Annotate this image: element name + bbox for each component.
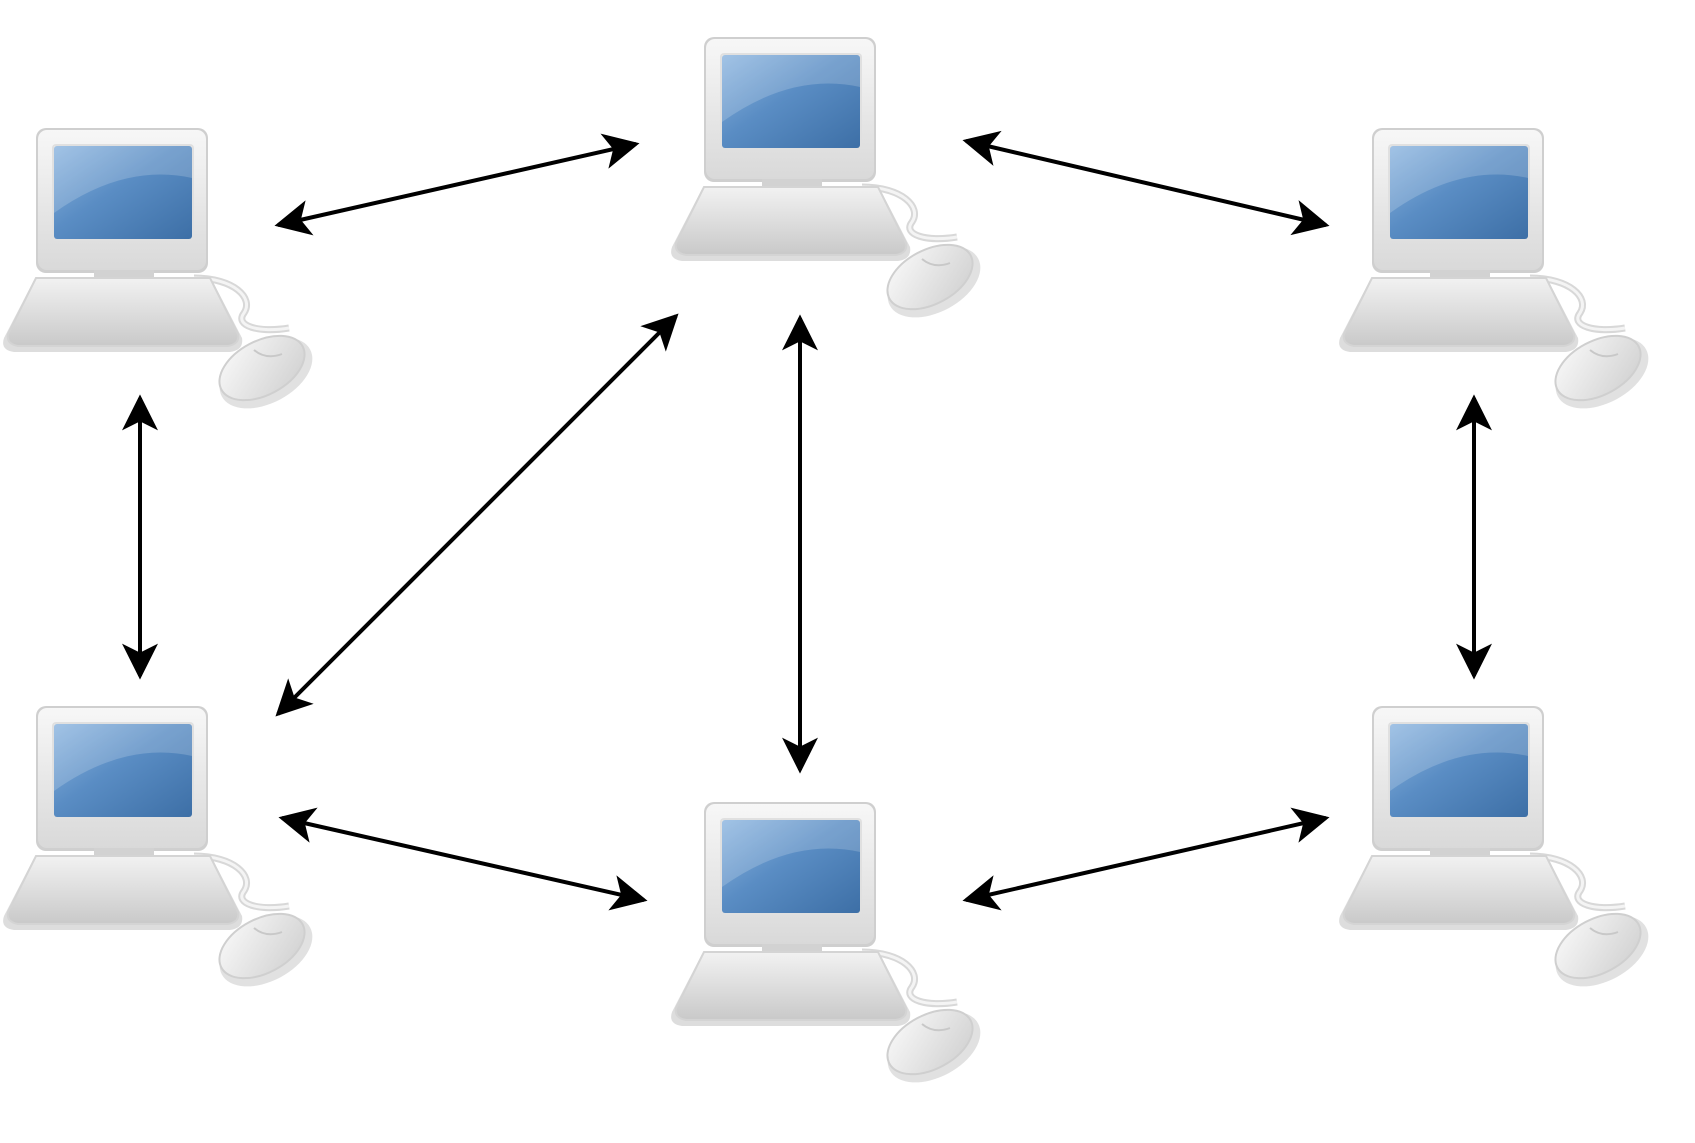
arrow-computer-bottom-left-to-computer-bottom-center [278,807,648,911]
arrow-computer-top-left-to-computer-top-center [274,133,640,236]
desktop-computer-icon [1339,706,1660,1001]
computers [3,37,1660,1097]
desktop-computer-icon [3,706,324,1001]
desktop-computer-icon [3,128,324,423]
desktop-computer-icon [671,37,992,332]
arrow-computer-bottom-center-to-computer-bottom-right [962,807,1330,911]
computer-top-left [3,128,324,423]
computer-bottom-left [3,706,324,1001]
computer-top-right [1339,128,1660,423]
connections [122,130,1492,911]
arrow-computer-top-center-to-computer-top-right [962,130,1330,236]
computer-top-center [671,37,992,332]
computer-bottom-center [671,802,992,1097]
computer-bottom-right [1339,706,1660,1001]
arrow-computer-bottom-left-to-computer-top-center [275,313,679,717]
desktop-computer-icon [671,802,992,1097]
desktop-computer-icon [1339,128,1660,423]
